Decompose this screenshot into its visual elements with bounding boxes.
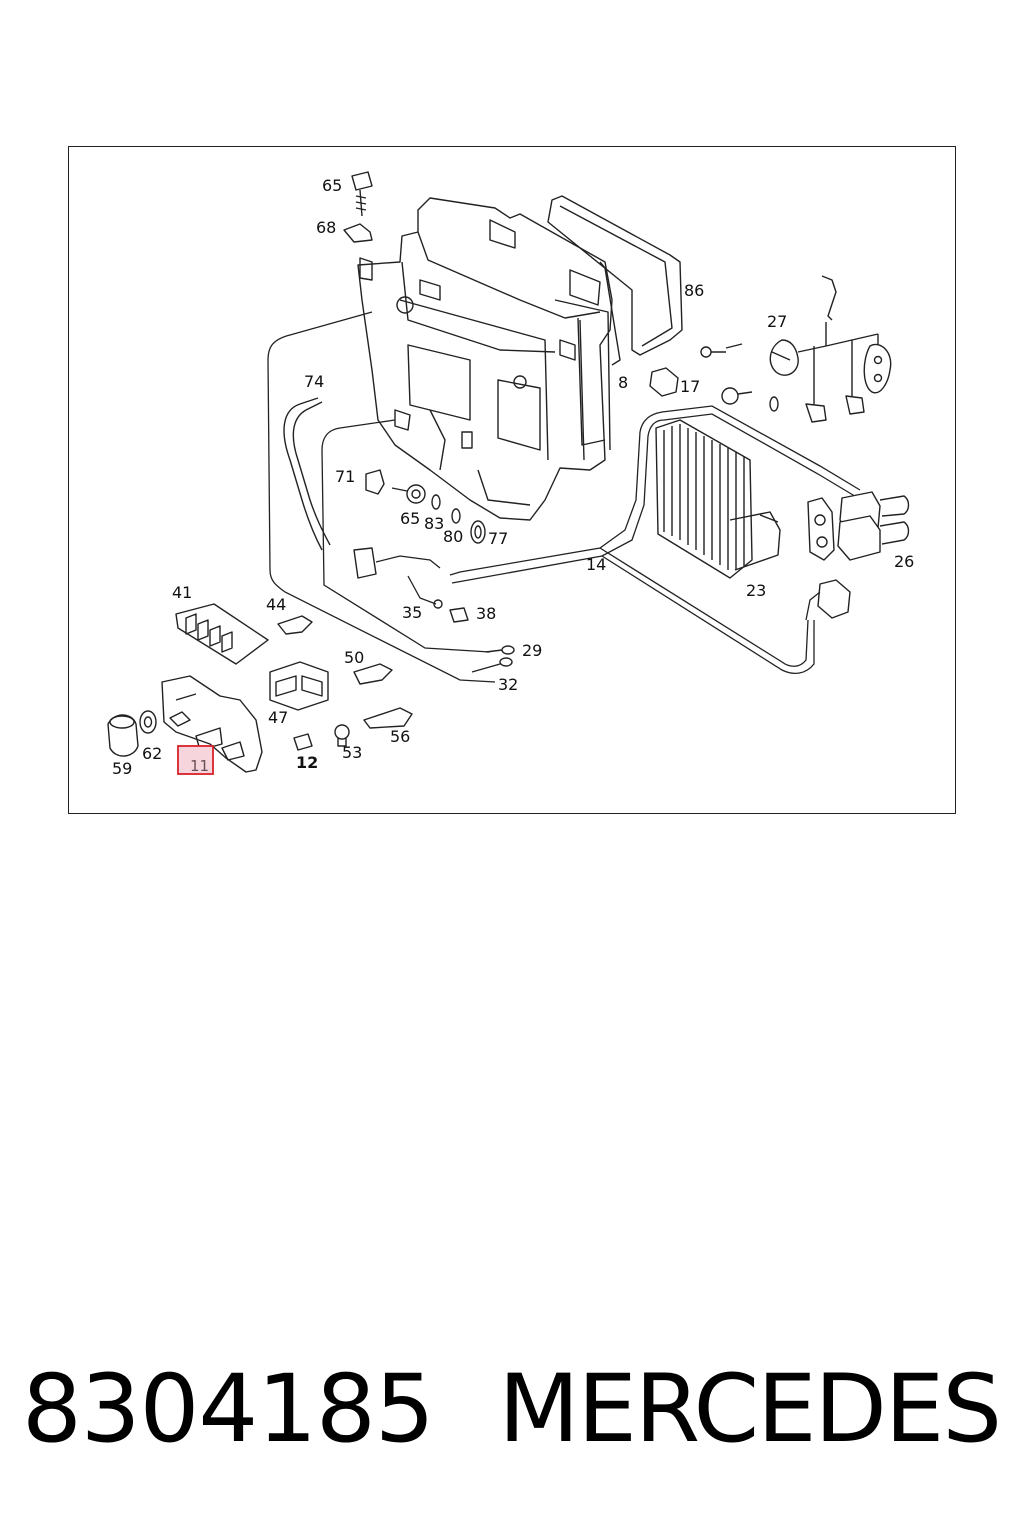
callout-11: 11 <box>190 757 209 775</box>
callout-26: 26 <box>894 552 914 571</box>
callout-32: 32 <box>498 675 518 694</box>
callout-56: 56 <box>390 727 410 746</box>
callout-47: 47 <box>268 708 288 727</box>
evaporator-core <box>655 419 781 579</box>
grommet-77 <box>470 520 486 544</box>
clip-38 <box>449 607 469 623</box>
ring-terminal-29 <box>485 645 515 655</box>
screw-65b <box>391 484 426 504</box>
expansion-valve <box>807 491 910 561</box>
callout-38: 38 <box>476 604 496 623</box>
connector-47 <box>269 661 329 711</box>
bulb-12 <box>293 733 313 751</box>
frame-pipe <box>579 319 585 461</box>
callout-77: 77 <box>488 529 508 548</box>
callout-41: 41 <box>172 583 192 602</box>
callout-27: 27 <box>767 312 787 331</box>
refrigerant-line <box>449 405 861 576</box>
hose-74 <box>283 397 323 551</box>
callout-65b: 65 <box>400 509 420 528</box>
nut-62 <box>139 710 157 734</box>
callout-71: 71 <box>335 467 355 486</box>
callout-12: 12 <box>296 753 318 772</box>
brand-name: MERCEDES <box>498 1355 1002 1464</box>
callout-8: 8 <box>618 373 628 392</box>
part-number: 8304185 <box>22 1355 435 1464</box>
callout-23: 23 <box>746 581 766 600</box>
screw-53 <box>334 724 350 747</box>
callout-62: 62 <box>142 744 162 763</box>
callout-65: 65 <box>322 176 342 195</box>
heater-housing <box>357 197 621 521</box>
screw-icon <box>351 171 373 217</box>
screw-8 <box>700 343 743 358</box>
callout-17: 17 <box>680 377 700 396</box>
callout-44: 44 <box>266 595 286 614</box>
terminal-56 <box>363 707 413 729</box>
knob-59 <box>107 714 139 757</box>
washer-80 <box>451 508 461 524</box>
wire-harness <box>267 311 496 683</box>
callout-14: 14 <box>586 555 606 574</box>
bracket-27 <box>769 275 892 423</box>
callout-50: 50 <box>344 648 364 667</box>
callout-74: 74 <box>304 372 324 391</box>
callout-53: 53 <box>342 743 362 762</box>
highlight-box[interactable] <box>177 745 214 775</box>
clip-71 <box>365 469 385 495</box>
clip-icon <box>343 223 373 243</box>
screw-bolt <box>721 387 753 405</box>
callout-59: 59 <box>112 759 132 778</box>
callout-83: 83 <box>424 514 444 533</box>
terminal-50 <box>353 663 393 685</box>
sensor-connector <box>817 579 851 619</box>
switch-block-41 <box>175 603 269 665</box>
connector-plug <box>353 547 377 579</box>
terminal-44 <box>277 615 313 635</box>
ring-terminal-32 <box>471 657 513 673</box>
o-ring <box>769 396 779 412</box>
seal-gasket <box>547 195 683 356</box>
callout-68: 68 <box>316 218 336 237</box>
control-unit-11 <box>161 675 263 773</box>
footer: 8304185 MERCEDES <box>0 1350 1024 1470</box>
callout-80: 80 <box>443 527 463 546</box>
callout-29: 29 <box>522 641 542 660</box>
callout-35: 35 <box>402 603 422 622</box>
callout-86: 86 <box>684 281 704 300</box>
relay-17 <box>649 367 679 397</box>
washer-83 <box>431 494 441 510</box>
